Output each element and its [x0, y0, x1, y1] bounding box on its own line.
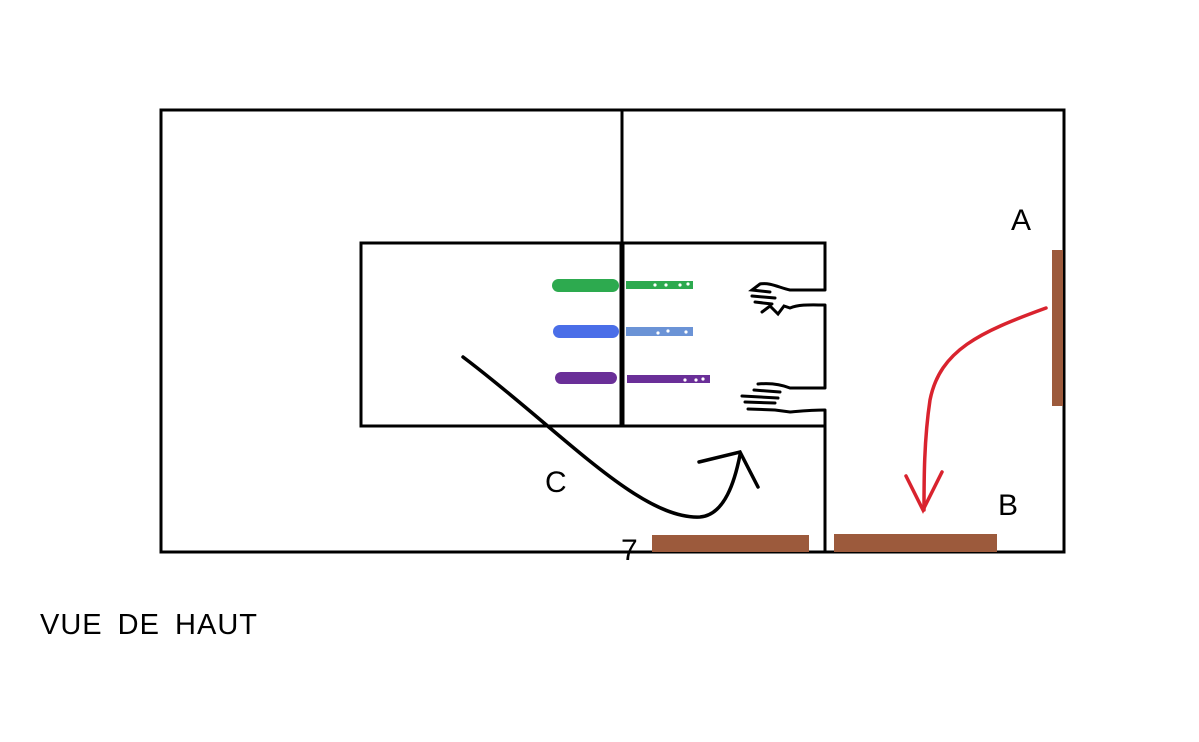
outer-room-outline	[159, 108, 1066, 554]
label-seven: 7	[621, 534, 638, 567]
label-b: B	[998, 489, 1018, 522]
green-pill	[552, 279, 619, 292]
purple-pill	[555, 372, 617, 384]
bar-dots	[653, 282, 705, 382]
black-arrow-c	[461, 355, 760, 519]
hand-bottom-icon	[740, 382, 827, 414]
label-c: C	[545, 466, 567, 499]
diagram-title: VUE DE HAUT	[40, 609, 258, 641]
purple-bar	[627, 375, 710, 383]
red-arrow-a-to-b	[904, 306, 1048, 514]
hand-top-icon	[748, 282, 827, 317]
door-bottom-left	[652, 535, 809, 552]
blue-pill	[553, 325, 619, 338]
table-outline	[359, 241, 827, 428]
label-a: A	[1011, 204, 1031, 237]
door-b	[834, 534, 997, 552]
light-blue-bar	[626, 327, 693, 336]
green-bar	[626, 281, 693, 289]
door-a	[1052, 250, 1063, 406]
